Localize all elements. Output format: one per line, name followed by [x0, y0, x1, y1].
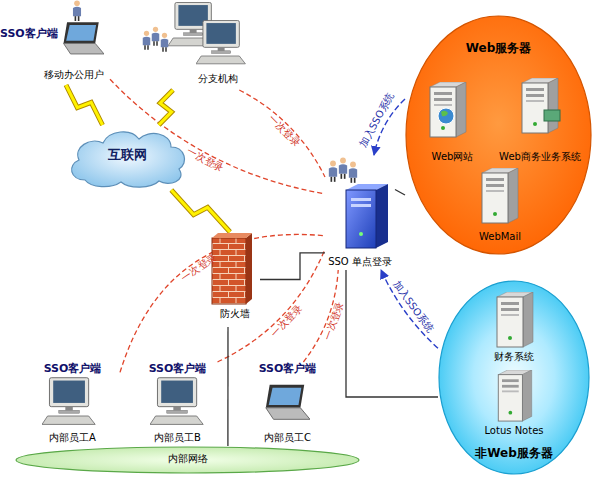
node-label: 内部网络	[15, 452, 360, 465]
edge-label: 加入SSO系统	[357, 91, 397, 150]
node-label: Web网站	[415, 150, 490, 163]
node-label: SSO客户端	[130, 362, 225, 375]
connector-line	[260, 253, 325, 280]
network-line	[260, 253, 325, 280]
node-label: Lotus Notes	[468, 424, 560, 437]
edge-label: 一次登录	[184, 146, 225, 175]
network-band: 内部网络	[15, 446, 360, 474]
edge-label: 一次登录	[179, 252, 219, 284]
lightning-link	[171, 190, 230, 232]
lightning-outline	[159, 90, 173, 125]
node-label: 防火墙	[210, 307, 260, 320]
node-label: 移动办公用户	[38, 68, 110, 81]
connector-line	[110, 79, 325, 194]
login-connector	[239, 90, 325, 177]
node-label: SSO客户端	[240, 362, 335, 375]
connector-line	[395, 190, 405, 196]
edge-label: 一次登录	[266, 113, 303, 150]
node-label: Web服务器	[450, 41, 547, 56]
network-line	[346, 270, 438, 397]
node-label: 内部员工C	[240, 431, 335, 444]
login-connector	[120, 234, 325, 372]
node-shape	[16, 447, 359, 473]
node-label: Web商务业务系统	[490, 150, 590, 163]
lightning-outline	[66, 85, 103, 125]
network-line	[395, 190, 405, 196]
lightning-link	[159, 90, 173, 125]
node-shape	[439, 281, 589, 474]
edge-label: 一次登录	[322, 300, 347, 342]
node-label: 分支机构	[185, 72, 250, 85]
connector-line	[66, 85, 103, 125]
node-label: 非Web服务器	[463, 446, 565, 461]
login-connector	[381, 270, 438, 348]
node-label: 财务系统	[473, 350, 555, 363]
node-shape	[406, 16, 591, 254]
node-label: SSO客户端	[0, 27, 58, 40]
connector-line	[227, 327, 228, 446]
internet-cloud: 互联网	[65, 125, 190, 190]
node-label: SSO 单点登录	[325, 255, 395, 268]
server-icons	[430, 78, 560, 421]
connector-line	[120, 234, 325, 372]
edge-label: 加入SSO系统	[390, 279, 435, 335]
sso-server-icon	[329, 158, 388, 248]
connector-line	[381, 270, 438, 348]
node-label: 互联网	[65, 147, 190, 163]
employee-icons	[42, 378, 310, 425]
lightning-link	[66, 85, 103, 125]
mobile-user-icon	[64, 0, 104, 54]
login-connector	[110, 79, 325, 194]
connector-line	[171, 190, 230, 232]
network-line	[227, 327, 228, 446]
node-label: 内部员工A	[25, 431, 120, 444]
firewall-icon	[212, 233, 252, 304]
edge-label: 一次登录	[269, 302, 305, 339]
lightning-outline	[171, 190, 230, 232]
node-label: WebMail	[465, 230, 535, 243]
connector-line	[159, 90, 173, 125]
node-label: 内部员工B	[130, 431, 225, 444]
connector-line	[346, 270, 438, 397]
connector-line	[239, 90, 325, 177]
node-label: SSO客户端	[25, 362, 120, 375]
branch-icon	[143, 2, 246, 63]
